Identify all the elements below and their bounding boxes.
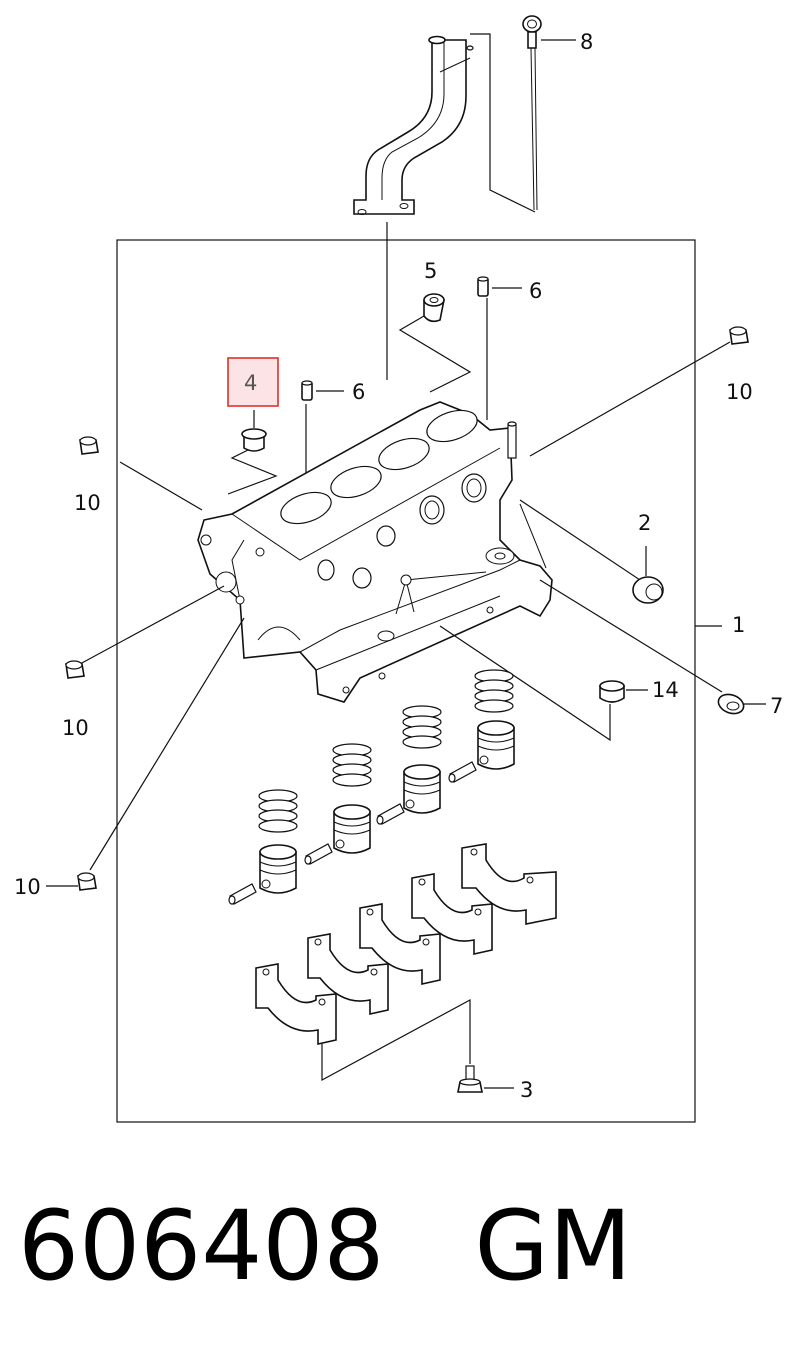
plug-part-7 [717, 693, 766, 715]
piston-1 [259, 844, 297, 894]
main-bearing-caps [255, 843, 557, 1082]
oil-filler-tube [353, 33, 536, 380]
callout-1: 1 [732, 613, 745, 637]
rings-2 [332, 743, 372, 787]
callout-10-lower-left: 10 [14, 875, 41, 899]
callout-14: 14 [652, 678, 679, 702]
callout-10-right: 10 [726, 380, 753, 404]
dowel-pin-6-upper [477, 276, 522, 420]
rings-4 [474, 669, 514, 713]
bearing-cap-4 [411, 873, 493, 955]
callout-7: 7 [770, 694, 783, 718]
highlight-box [227, 357, 279, 407]
pistons [259, 720, 515, 894]
callout-10-mid-left: 10 [62, 716, 89, 740]
part-number: 606408 [18, 1190, 385, 1302]
callout-8: 8 [580, 30, 593, 54]
part-caption: 606408 GM [18, 1198, 632, 1308]
bearing-cap-3 [359, 903, 441, 985]
plug-part-4 [227, 410, 278, 495]
plug-part-14 [599, 680, 648, 703]
nut-10-right [729, 326, 749, 345]
brand-name: GM [474, 1190, 632, 1302]
callout-10-top-left: 10 [74, 491, 101, 515]
bolt-part-3 [457, 1065, 514, 1093]
bearing-cap-1 [255, 963, 337, 1045]
callout-6-upper: 6 [529, 279, 542, 303]
seal-part-2 [632, 546, 664, 604]
piston-4 [477, 720, 515, 770]
assembly-frame [116, 239, 696, 1123]
callout-3: 3 [520, 1078, 533, 1102]
callout-6-left: 6 [352, 380, 365, 404]
piston-3 [403, 764, 441, 814]
nut-10-top-left [79, 436, 99, 455]
nut-10-mid-left [65, 660, 85, 679]
rings-1 [258, 789, 298, 833]
cylinder-block [197, 401, 553, 703]
piston-ring-set [258, 669, 514, 833]
callout-5: 5 [424, 259, 437, 283]
nut-10-lower-left [46, 872, 97, 891]
callout-4: 4 [244, 371, 257, 395]
bearing-cap-5 [461, 843, 557, 925]
callout-2: 2 [638, 511, 651, 535]
dowel-pin-6-left [301, 380, 344, 528]
dipstick [522, 15, 576, 211]
rings-3 [402, 705, 442, 749]
bushing-part-5 [398, 293, 472, 393]
piston-pins [228, 761, 477, 905]
bearing-cap-2 [307, 933, 389, 1015]
piston-2 [333, 804, 371, 854]
block-leader-lines [79, 341, 731, 871]
